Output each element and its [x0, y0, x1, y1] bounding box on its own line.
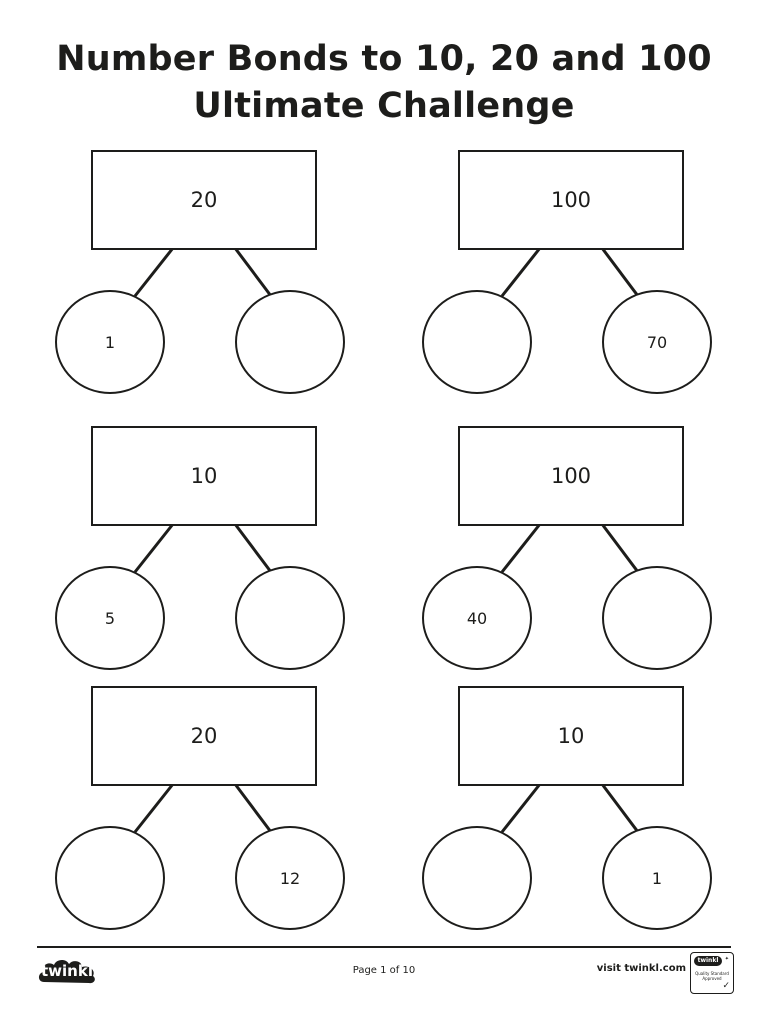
- check-mark-icon: ✓: [722, 981, 730, 991]
- whole-box: 10: [458, 686, 684, 786]
- bond-connector-lines: [133, 523, 273, 573]
- cloud-icon: [38, 959, 95, 984]
- part-circle-left[interactable]: [422, 826, 532, 930]
- page-title: Number Bonds to 10, 20 and 100 Ultimate …: [0, 36, 768, 130]
- logo-text: twinkl: [41, 962, 93, 980]
- part-circle-left[interactable]: 40: [422, 566, 532, 670]
- star-dots-icon: ✦: [724, 956, 729, 962]
- whole-box: 100: [458, 150, 684, 250]
- bond-connector-lines: [500, 523, 640, 573]
- part-circle-left[interactable]: 5: [55, 566, 165, 670]
- bond-connector-lines: [500, 783, 640, 833]
- part-circle-left[interactable]: 1: [55, 290, 165, 394]
- number-bond-6: 10 1: [422, 686, 712, 934]
- part-circle-left[interactable]: [55, 826, 165, 930]
- bond-connector-lines: [500, 247, 640, 297]
- twinkl-logo[interactable]: twinkl: [36, 956, 98, 986]
- part-circle-right[interactable]: 70: [602, 290, 712, 394]
- badge-label: Quality Standard Approved: [691, 971, 733, 981]
- title-line-2: Ultimate Challenge: [193, 86, 575, 126]
- quality-standard-badge: twinkl ✦ Quality Standard Approved ✓: [690, 952, 734, 994]
- number-bond-1: 20 1: [55, 150, 345, 398]
- whole-box: 20: [91, 686, 317, 786]
- visit-link[interactable]: visit twinkl.com: [596, 963, 686, 974]
- number-bond-3: 10 5: [55, 426, 345, 674]
- number-bond-5: 20 12: [55, 686, 345, 934]
- part-circle-right[interactable]: [602, 566, 712, 670]
- number-bond-2: 100 70: [422, 150, 712, 398]
- badge-line-2: Approved: [702, 976, 722, 981]
- number-bond-4: 100 40: [422, 426, 712, 674]
- part-circle-right[interactable]: 1: [602, 826, 712, 930]
- footer-divider: [37, 946, 731, 948]
- part-circle-right[interactable]: 12: [235, 826, 345, 930]
- whole-box: 20: [91, 150, 317, 250]
- bond-connector-lines: [133, 783, 273, 833]
- bond-connector-lines: [133, 247, 273, 297]
- part-circle-right[interactable]: [235, 290, 345, 394]
- whole-box: 10: [91, 426, 317, 526]
- part-circle-left[interactable]: [422, 290, 532, 394]
- part-circle-right[interactable]: [235, 566, 345, 670]
- title-line-1: Number Bonds to 10, 20 and 100: [56, 39, 712, 79]
- badge-brand: twinkl: [694, 956, 722, 966]
- page-number: Page 1 of 10: [352, 965, 416, 976]
- whole-box: 100: [458, 426, 684, 526]
- badge-line-1: Quality Standard: [695, 971, 729, 976]
